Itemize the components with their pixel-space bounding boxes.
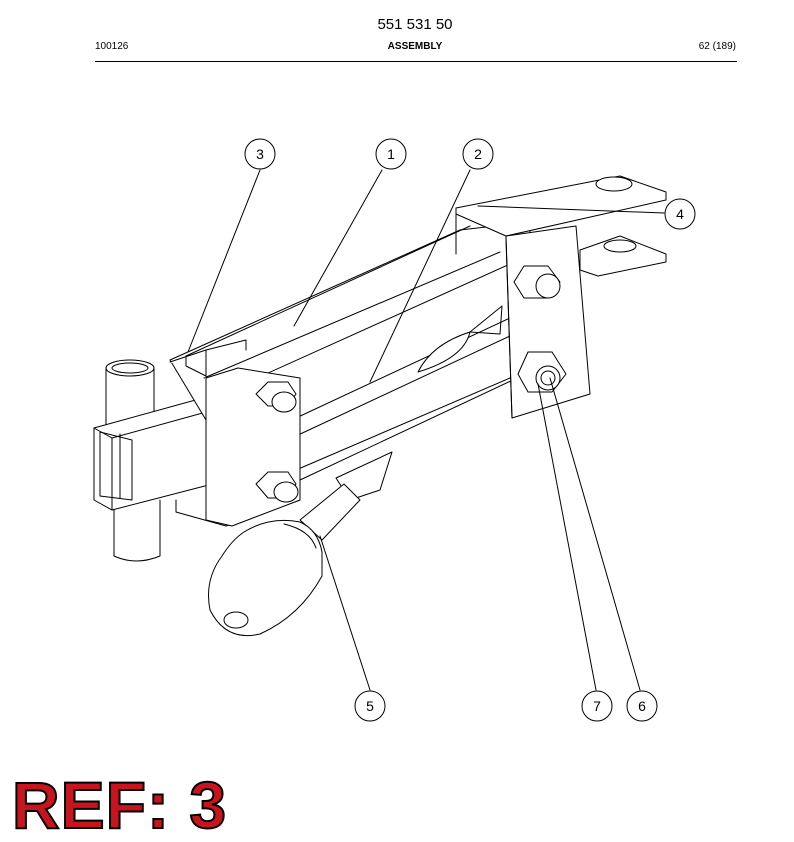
document-number: 551 531 50 bbox=[377, 16, 453, 33]
callout-label: 6 bbox=[638, 698, 646, 714]
left-bolts bbox=[255, 381, 299, 503]
callout-1: 1 bbox=[375, 138, 407, 170]
callout-label: 5 bbox=[366, 698, 374, 714]
date-code: 100126 bbox=[95, 41, 129, 52]
header-divider bbox=[95, 61, 737, 62]
section-title: ASSEMBLY bbox=[387, 41, 443, 52]
callout-label: 7 bbox=[593, 698, 601, 714]
callout-7: 7 bbox=[581, 690, 613, 722]
callout-2: 2 bbox=[462, 138, 494, 170]
callout-label: 3 bbox=[256, 146, 264, 162]
callout-label: 4 bbox=[676, 206, 684, 222]
right-bolts bbox=[513, 265, 567, 393]
reference-label: REF: 3 bbox=[11, 768, 228, 842]
damper-cylinder bbox=[208, 451, 393, 637]
callout-5: 5 bbox=[354, 690, 386, 722]
callout-4: 4 bbox=[664, 198, 696, 230]
page-info: 62 (189) bbox=[698, 41, 736, 52]
callout-6: 6 bbox=[626, 690, 658, 722]
callout-label: 1 bbox=[387, 146, 395, 162]
callout-3: 3 bbox=[244, 138, 276, 170]
leader-lines bbox=[187, 169, 665, 691]
callout-label: 2 bbox=[474, 146, 482, 162]
